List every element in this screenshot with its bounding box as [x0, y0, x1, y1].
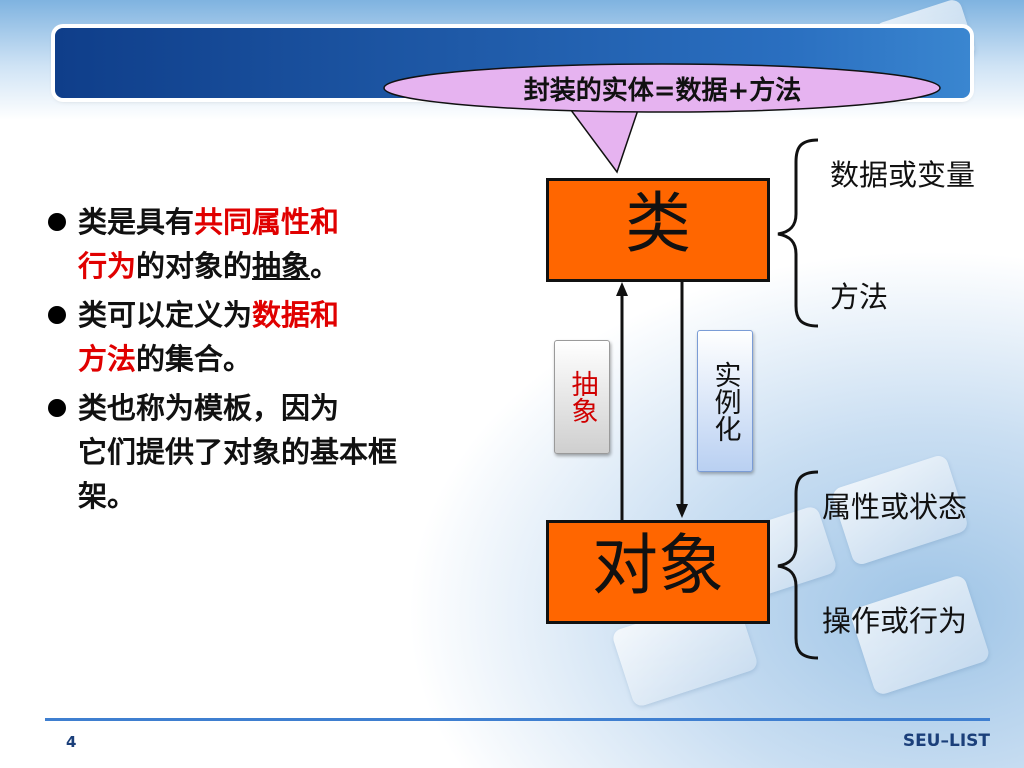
bullet-text: 类可以定义为 — [78, 298, 253, 332]
abstraction-label: 抽象 — [554, 340, 610, 454]
footer-org: SEU–LIST — [902, 731, 990, 751]
instantiation-arrow-head — [676, 504, 688, 518]
bullet-dot-icon — [48, 306, 66, 324]
instantiation-label: 实例化 — [697, 330, 753, 472]
bullet-text: 。 — [310, 249, 340, 283]
bullet-text: 类也称为模板，因为 — [78, 391, 340, 425]
class-member-method: 方法 — [830, 280, 889, 314]
bullet-item: 类是具有共同属性和行为的对象的抽象。 — [48, 200, 448, 288]
bullet-highlight: 数据和 — [252, 298, 340, 332]
bullet-dot-icon — [48, 213, 66, 231]
bullet-text: 对象的 — [165, 249, 253, 283]
footer-divider — [45, 718, 990, 721]
bullet-text: 类是具有 — [78, 205, 195, 239]
instantiation-label-text: 实例化 — [709, 360, 741, 442]
object-member-behavior: 操作或行为 — [822, 604, 968, 638]
callout-join — [560, 97, 644, 101]
class-members-brace — [777, 138, 819, 328]
bullet-highlight: 方法 — [78, 342, 137, 376]
bullet-text: 的 — [136, 249, 166, 283]
page-number: 4 — [66, 733, 77, 751]
bullet-item: 类也称为模板，因为它们提供了对象的基本框架。 — [48, 386, 448, 518]
bullet-text: 它们提供了对象的基本框架。 — [78, 435, 398, 513]
bullet-text: 的集合。 — [136, 342, 253, 376]
bullet-highlight: 行为 — [78, 249, 137, 283]
bullet-underline: 抽象 — [252, 249, 311, 283]
bullet-highlight: 共同属性和 — [194, 205, 340, 239]
callout-ellipse — [383, 63, 941, 113]
bullet-list: 类是具有共同属性和行为的对象的抽象。 类可以定义为数据和方法的集合。 类也称为模… — [48, 200, 448, 523]
bullet-dot-icon — [48, 399, 66, 417]
bullet-item: 类可以定义为数据和方法的集合。 — [48, 293, 448, 381]
object-box: 对象 — [546, 520, 770, 624]
object-member-state: 属性或状态 — [822, 490, 968, 524]
abstraction-label-text: 抽象 — [566, 370, 598, 424]
class-member-data: 数据或变量 — [830, 158, 976, 192]
object-members-brace — [777, 470, 819, 660]
abstraction-arrow-head — [616, 282, 628, 296]
callout-text: 封装的实体=数据+方法 — [523, 75, 802, 106]
class-box: 类 — [546, 178, 770, 282]
